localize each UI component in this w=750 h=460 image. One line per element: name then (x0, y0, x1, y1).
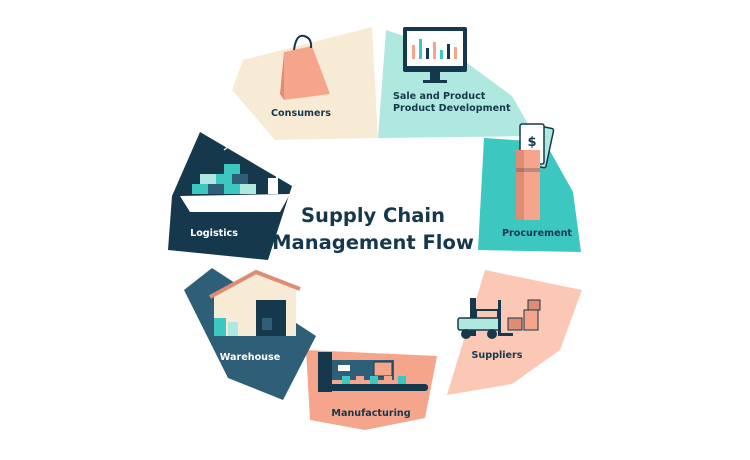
title-line-1: Supply Chain (301, 204, 445, 227)
svg-text:Warehouse: Warehouse (220, 352, 281, 363)
svg-text:Suppliers: Suppliers (472, 350, 523, 361)
monitor-dashboard-icon (403, 27, 467, 83)
diagram-title: Supply Chain Management Flow (272, 204, 474, 254)
shopping-bag-icon (280, 34, 330, 100)
suppliers-label: Suppliers (472, 350, 523, 361)
suppliers-segment (447, 270, 582, 395)
money-stack-icon: $ (516, 123, 555, 220)
forklift-icon (457, 298, 541, 339)
cargo-ship-icon (180, 142, 290, 212)
segment-labels: Consumers Sale and Product Product Devel… (190, 91, 572, 419)
procurement-label: Procurement (502, 228, 572, 239)
warehouse-label: Warehouse (220, 352, 281, 363)
title-line-2: Management Flow (272, 231, 474, 254)
consumers-label: Consumers (271, 108, 331, 119)
svg-text:Manufacturing: Manufacturing (331, 408, 410, 419)
svg-text:Procurement: Procurement (502, 228, 572, 239)
conveyor-machine-icon (318, 352, 428, 392)
svg-text:$: $ (527, 135, 536, 150)
sale-product-label-line2: Product Development (393, 103, 511, 114)
manufacturing-label: Manufacturing (331, 408, 410, 419)
logistics-label: Logistics (190, 228, 238, 239)
svg-text:Logistics: Logistics (190, 228, 238, 239)
warehouse-icon (209, 269, 301, 336)
svg-text:Consumers: Consumers (271, 108, 331, 119)
svg-text:Sale and Product Product: Sale and Product Product Development (393, 91, 511, 114)
sale-product-label-line1: Sale and Product (393, 91, 486, 102)
